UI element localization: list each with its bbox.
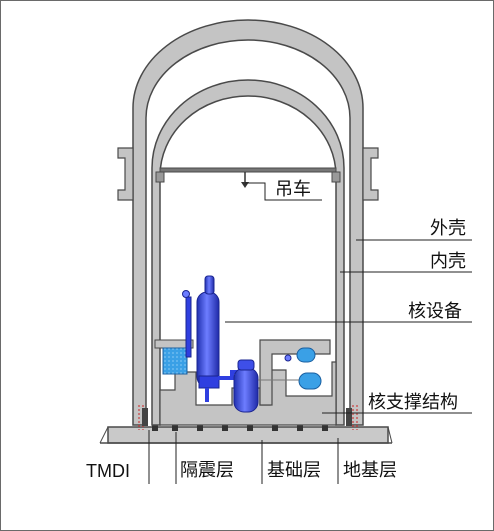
label-foundation-layer: 基础层: [267, 460, 321, 481]
label-tmdi: TMDI: [86, 461, 130, 481]
label-isolation-layer: 隔震层: [180, 460, 234, 481]
label-outer-shell: 外壳: [430, 218, 466, 239]
label-support-structure: 核支撑结构: [368, 392, 458, 413]
label-ground-layer: 地基层: [343, 460, 397, 481]
foundation-slab: [99, 425, 393, 444]
nuclear-equipment: [182, 275, 322, 413]
label-crane: 吊车: [275, 179, 311, 200]
pool: [162, 347, 188, 375]
tmdi-devices: [142, 408, 352, 426]
label-nuclear-equipment: 核设备: [408, 301, 462, 322]
label-inner-shell: 内壳: [430, 251, 466, 272]
leader-lines: [148, 182, 472, 484]
inner-shell: [151, 79, 345, 426]
crane: [155, 167, 341, 188]
outer-shell: [117, 19, 379, 426]
